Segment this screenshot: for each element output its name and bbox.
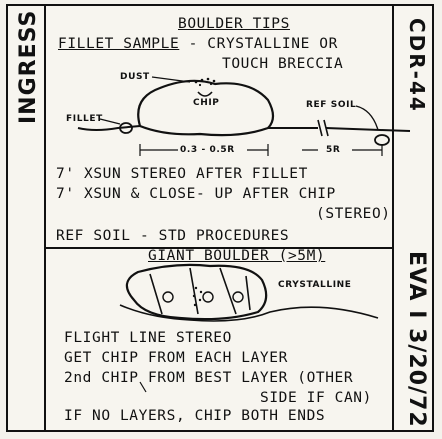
giant-boulder-outline [125,263,268,321]
fillet-sample-line: FILLET SAMPLE - CRYSTALLINE OR [58,36,338,52]
dust-dots [194,77,216,87]
giant-instruction-4: SIDE IF CAN) [260,390,372,406]
ground-line-bottom [119,304,379,322]
tick-mark [139,381,147,393]
instruction-line-3: (STEREO) [316,206,391,222]
touch-breccia-line: TOUCH BRECCIA [222,56,344,72]
layer-texture-dots [192,286,203,307]
distance-far-label: 5R [326,145,341,155]
chip-label: CHIP [193,98,220,108]
cuff-checklist-card: INGRESS CDR-44 EVA I 3/20/72 [6,4,434,432]
dust-arrow [151,76,191,83]
fillet-arrow [99,118,121,125]
chip-marker [197,91,213,97]
distance-near-label: 0.3 - 0.5R [180,145,235,155]
ground-line-right [268,127,411,132]
right-strip: CDR-44 EVA I 3/20/72 [392,6,432,430]
fillet-sample-marker [119,122,133,134]
giant-instruction-2: GET CHIP FROM EACH LAYER [64,350,288,366]
dust-label: DUST [120,72,150,82]
break-mark [317,119,329,137]
instruction-line-1: 7' XSUN STEREO AFTER FILLET [56,166,308,182]
instruction-line-2: 7' XSUN & CLOSE- UP AFTER CHIP [56,186,336,202]
giant-instruction-1: FLIGHT LINE STEREO [64,330,232,346]
ground-line-left [77,125,141,131]
fillet-label: FILLET [66,114,103,124]
section-divider [44,247,394,249]
giant-instruction-3: 2nd CHIP FROM BEST LAYER (OTHER [64,370,354,386]
fillet-sample-heading: FILLET SAMPLE [58,36,180,52]
boulder-layers [149,267,251,315]
instruction-line-4: REF SOIL - STD PROCEDURES [56,228,290,244]
boulder-tips-title: BOULDER TIPS [178,16,290,32]
fillet-sample-rest: - CRYSTALLINE OR [179,36,338,52]
ref-soil-marker [374,134,390,146]
ref-soil-label: REF SOIL [306,100,357,110]
ref-soil-arrow [355,105,379,131]
boulder-outline [137,79,275,137]
chip-circles [162,291,244,303]
dimension-lines [139,144,383,156]
giant-instruction-5: IF NO LAYERS, CHIP BOTH ENDS [64,408,326,424]
left-strip: INGRESS [8,6,46,430]
giant-boulder-title: GIANT BOULDER (>5M) [148,248,326,264]
crystalline-label: CRYSTALLINE [278,280,352,290]
